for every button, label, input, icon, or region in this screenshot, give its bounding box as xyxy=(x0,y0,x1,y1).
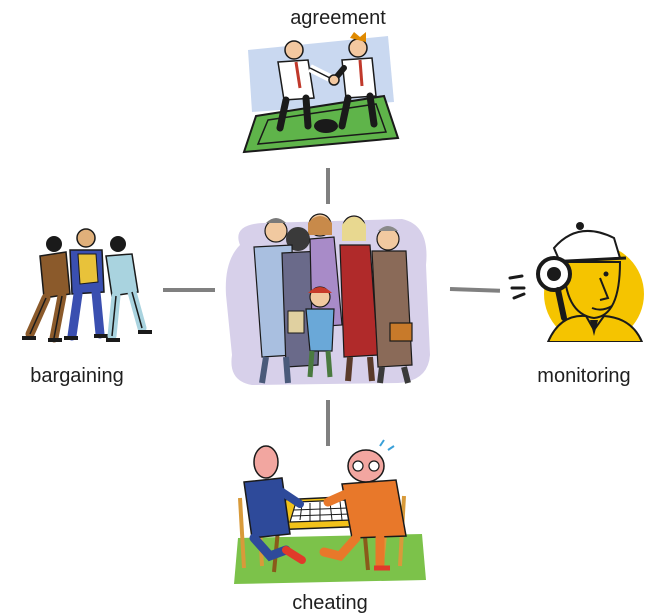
cheating-label: cheating xyxy=(292,592,368,614)
connector-top xyxy=(326,168,330,204)
group-of-people-icon xyxy=(222,205,436,391)
chess-players-icon xyxy=(230,438,430,588)
connector-right xyxy=(449,287,501,293)
connector-left xyxy=(163,288,215,292)
bargaining-label: bargaining xyxy=(30,365,124,387)
agreement-label: agreement xyxy=(290,7,386,29)
handshake-icon xyxy=(238,28,402,158)
connector-bottom xyxy=(326,400,330,446)
monitoring-label: monitoring xyxy=(537,365,631,387)
huddle-icon xyxy=(14,222,154,346)
detective-icon xyxy=(508,218,646,342)
